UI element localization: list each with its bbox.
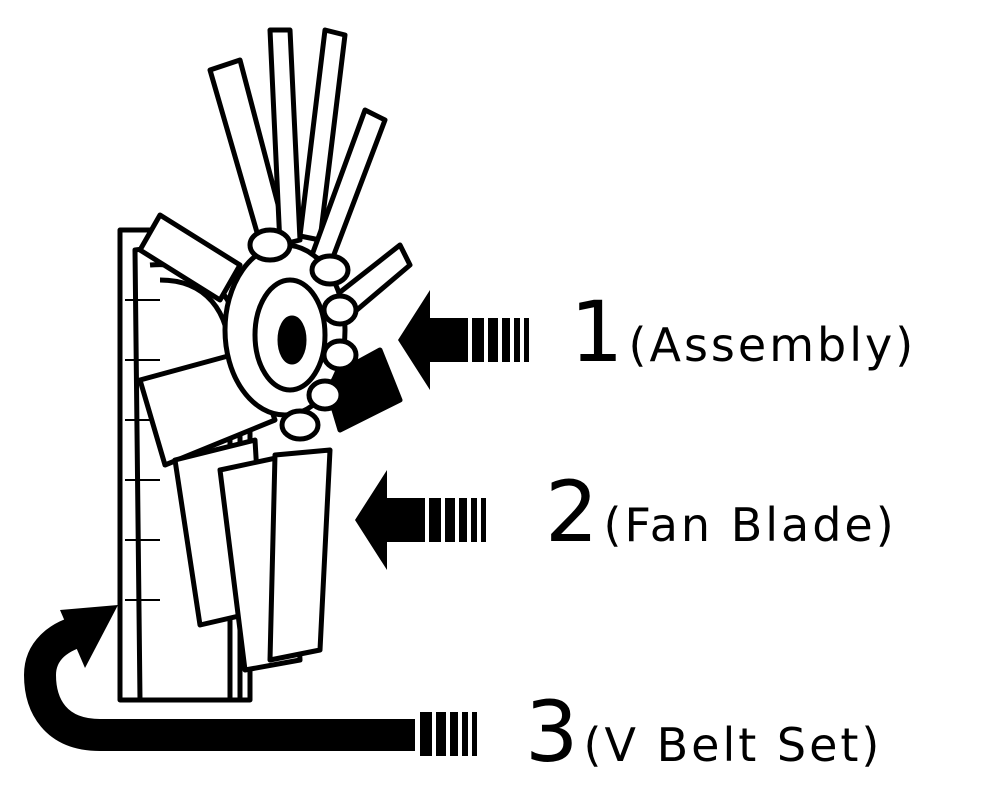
callout-v-belt-set: 3 (V Belt Set) bbox=[525, 690, 882, 774]
callout-number: 1 bbox=[570, 283, 624, 381]
callout-label: (Assembly) bbox=[628, 318, 917, 372]
fan-assembly-illustration bbox=[117, 27, 413, 703]
callout-label: (V Belt Set) bbox=[583, 718, 883, 772]
callout-number: 2 bbox=[545, 463, 599, 561]
callout-assembly: 1 (Assembly) bbox=[570, 290, 916, 374]
arrow-icon bbox=[398, 290, 468, 390]
curved-arrow-icon bbox=[23, 605, 477, 756]
callout-label: (Fan Blade) bbox=[603, 498, 897, 552]
arrow-icon bbox=[355, 470, 425, 570]
callout-number: 3 bbox=[525, 683, 579, 781]
callout-fan-blade: 2 (Fan Blade) bbox=[545, 470, 897, 554]
